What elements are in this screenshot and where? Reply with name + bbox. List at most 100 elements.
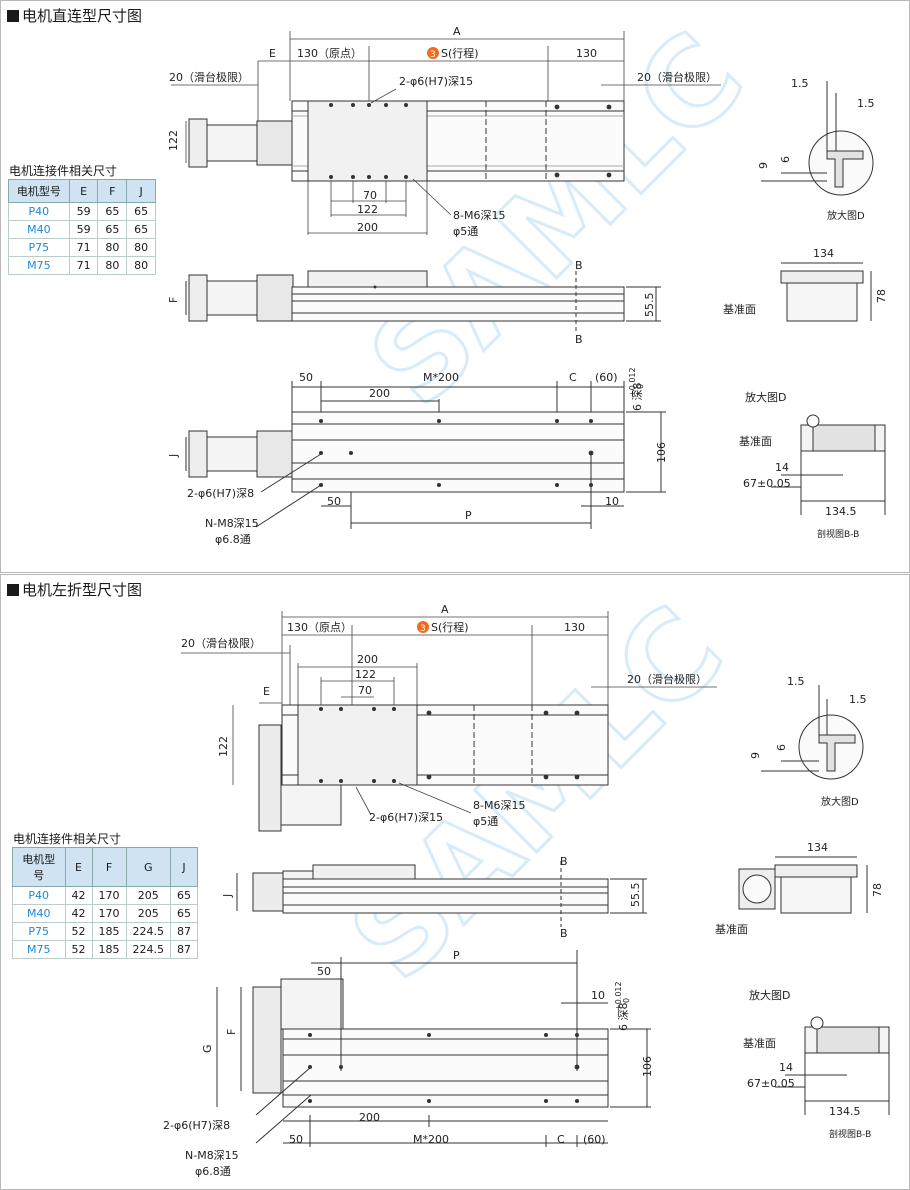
dim-122-height: 122 <box>167 130 180 151</box>
dim-P: P <box>465 509 472 522</box>
stroke-marker-icon <box>427 47 439 59</box>
section-title-text: 电机直连型尺寸图 <box>22 7 143 25</box>
side-view <box>185 270 661 333</box>
dim-50-top: 50 <box>299 371 313 384</box>
tol-bottom: 0 <box>622 998 631 1003</box>
m6-thru-note: φ5通 <box>473 815 498 828</box>
dim-6-deep8: 6 深8 <box>617 1003 630 1032</box>
zoom-detail <box>761 81 874 196</box>
datum-label: 基准面 <box>715 923 748 936</box>
table-cell: 65 <box>170 904 198 923</box>
hole-markers <box>308 707 580 1103</box>
section-caption: 剖视图B-B <box>829 1128 871 1140</box>
top-view <box>188 100 625 182</box>
dim-A: A <box>453 25 461 38</box>
limit-right: 20（滑台极限） <box>627 672 707 686</box>
pin8-note: 2-φ6(H7)深8 <box>187 487 254 500</box>
table-row: P75 52 185 224.5 87 <box>12 922 198 941</box>
dim-122: 122 <box>357 203 378 216</box>
table-header-row: 电机型号 E F J <box>8 179 156 203</box>
dim-9: 9 <box>757 162 770 169</box>
table-cell: 87 <box>170 940 198 959</box>
dim-9: 9 <box>749 752 762 759</box>
table-header: E <box>68 179 99 203</box>
bottom-view <box>216 950 651 1147</box>
pin-holes-note: 2-φ6(H7)深15 <box>399 75 473 88</box>
dim-1-5b: 1.5 <box>857 97 875 110</box>
section-left-fold-motor: 电机左折型尺寸图 电机连接件相关尺寸 电机型号 E F G J P40 42 1… <box>0 574 910 1190</box>
dim-1-5a: 1.5 <box>787 675 805 688</box>
dim-106: 106 <box>641 1056 654 1077</box>
cross-section <box>775 1016 890 1115</box>
hole-markers <box>319 103 612 487</box>
dim-134: 134 <box>813 247 834 260</box>
table-header: G <box>125 847 171 887</box>
dim-200: 200 <box>357 221 378 234</box>
table-cell: 224.5 <box>125 922 171 941</box>
title-square-icon <box>7 583 19 596</box>
dimension-labels: A 130（原点） 3 S(行程) 130 20（滑台极限） 20（滑台极限） … <box>163 603 884 1178</box>
section-B-top: B <box>560 855 568 868</box>
table-cell: 80 <box>126 256 156 275</box>
dim-stroke: S(行程) <box>441 47 479 60</box>
dim-10: 10 <box>605 495 619 508</box>
dim-130: 130 <box>564 621 585 634</box>
table-header: F <box>91 847 127 887</box>
dim-14: 14 <box>775 461 789 474</box>
top-dimensions <box>171 31 721 235</box>
dim-6: 6 <box>779 156 792 163</box>
zoom-caption: 放大图D <box>821 795 859 808</box>
dim-stroke: S(行程) <box>431 621 469 634</box>
dim-55-5: 55.5 <box>643 293 656 318</box>
dim-J: J <box>221 894 234 898</box>
dim-67: 67±0.05 <box>747 1077 795 1090</box>
table-cell: 185 <box>91 940 127 959</box>
table-cell-model: M75 <box>8 256 70 275</box>
dim-55-5: 55.5 <box>629 883 642 908</box>
dim-200: 200 <box>357 653 378 666</box>
dim-122: 122 <box>355 668 376 681</box>
table-row: P40 59 65 65 <box>8 202 156 221</box>
section-title-text: 电机左折型尺寸图 <box>22 581 143 599</box>
section-B-top: B <box>575 259 583 272</box>
table-cell: 59 <box>68 220 99 239</box>
end-view <box>738 856 868 914</box>
dim-M200: M*200 <box>423 371 459 384</box>
dim-M200: M*200 <box>413 1133 449 1146</box>
dim-67: 67±0.05 <box>743 477 791 490</box>
tol-top: +0.012 <box>614 981 623 1011</box>
watermark-text: SAMLC <box>324 581 750 1007</box>
dim-60: (60) <box>595 371 618 384</box>
dim-130: 130 <box>576 47 597 60</box>
m6-thru-note: φ5通 <box>453 225 478 238</box>
dim-F: F <box>225 1029 238 1035</box>
dim-C: C <box>557 1133 565 1146</box>
dim-50-top: 50 <box>317 965 331 978</box>
table-header: 电机型号 <box>12 847 66 887</box>
dim-1-5b: 1.5 <box>849 693 867 706</box>
table-cell: 65 <box>126 220 156 239</box>
stroke-mark: 3 <box>420 624 426 634</box>
section-title: 电机直连型尺寸图 <box>7 5 142 26</box>
dimension-labels: A E 130（原点） 3 S(行程) 130 20（滑台极限） 20（滑台极限… <box>167 25 888 546</box>
dim-134-5: 134.5 <box>825 505 857 518</box>
m8-note: N-M8深15 <box>205 517 259 530</box>
dim-F: F <box>167 297 180 303</box>
dim-14: 14 <box>779 1061 793 1074</box>
table-cell-model: P75 <box>12 922 66 941</box>
table-row: M75 71 80 80 <box>8 256 156 275</box>
m8-thru-note: φ6.8通 <box>215 533 251 546</box>
m6-note: 8-M6深15 <box>453 209 505 222</box>
dim-6-deep8: 6 深8 <box>631 383 644 412</box>
dim-1-5a: 1.5 <box>791 77 809 90</box>
table-header-row: 电机型号 E F G J <box>12 847 198 887</box>
bottom-view <box>185 381 666 529</box>
m6-note: 8-M6深15 <box>473 799 525 812</box>
dim-200-bottom: 200 <box>359 1111 380 1124</box>
section-title: 电机左折型尺寸图 <box>7 579 142 600</box>
table-cell: 59 <box>68 202 99 221</box>
table-cell-model: M40 <box>8 220 70 239</box>
table-cell-model: M75 <box>12 940 66 959</box>
pin-holes-note: 2-φ6(H7)深15 <box>369 811 443 824</box>
limit-left: 20（滑台极限） <box>169 70 249 84</box>
